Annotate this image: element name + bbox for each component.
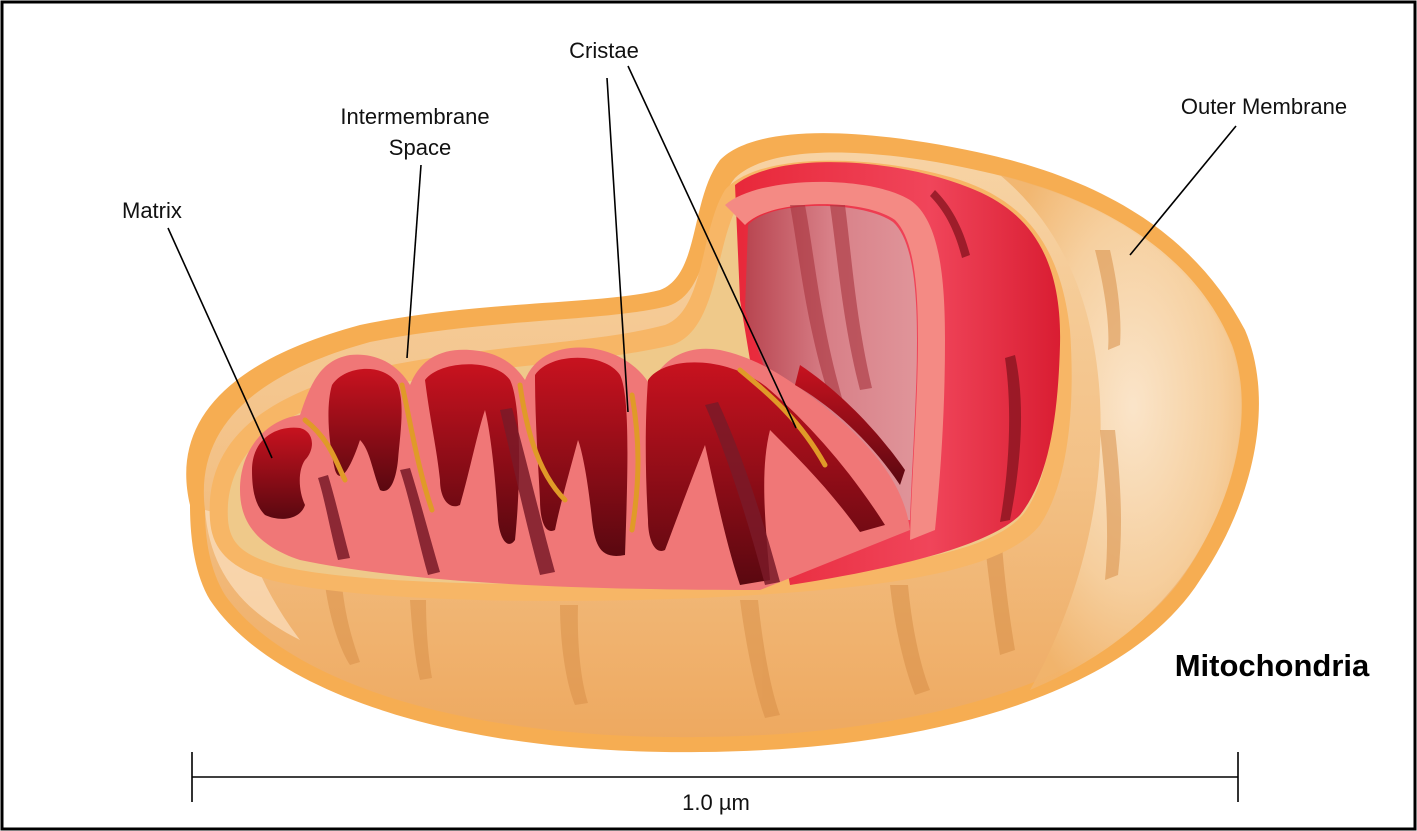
leader-outer-membrane — [1130, 126, 1236, 255]
label-matrix: Matrix — [122, 198, 182, 223]
scale-bar-label: 1.0 µm — [682, 790, 750, 815]
mitochondrion-illustration — [186, 133, 1259, 752]
diagram-title: Mitochondria — [1175, 648, 1370, 683]
label-intermembrane-line1: Intermembrane — [340, 104, 489, 129]
label-intermembrane-line2: Space — [389, 135, 451, 160]
label-outer-membrane: Outer Membrane — [1181, 94, 1347, 119]
label-cristae: Cristae — [569, 38, 639, 63]
